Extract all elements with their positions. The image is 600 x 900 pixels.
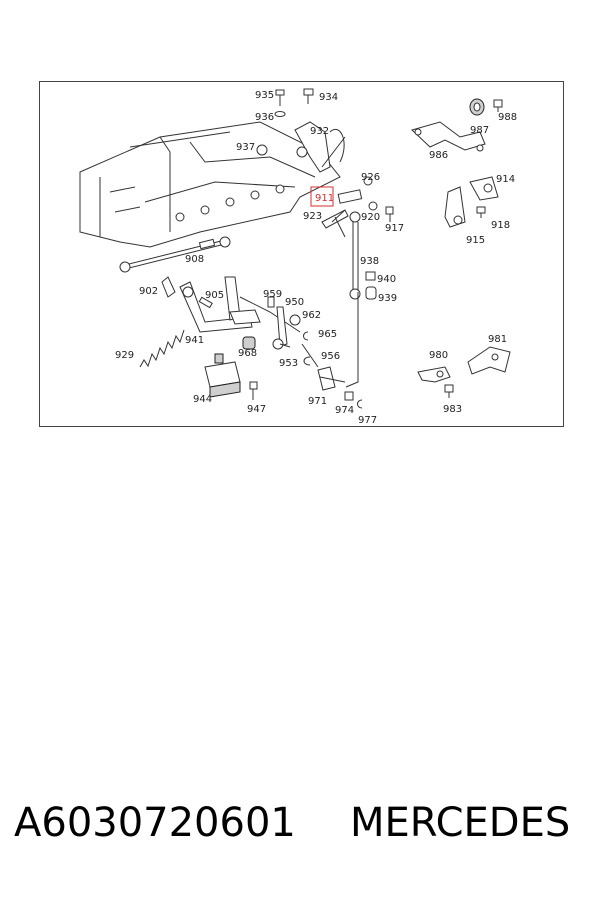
part-label-934: 934 (319, 92, 338, 103)
bracket-980-drawing (417, 366, 451, 383)
connector-926-drawing (337, 176, 373, 204)
part-label-986: 986 (429, 150, 448, 161)
lever-assembly-941-drawing (179, 276, 301, 333)
lever-950-drawing (276, 306, 288, 347)
part-label-977: 977 (358, 415, 377, 426)
brand-name: MERCEDES (350, 800, 571, 846)
bushing-953-drawing (272, 338, 284, 350)
bolt-918-drawing (476, 206, 486, 218)
lever-971-drawing (317, 366, 346, 391)
highlight-box-911 (310, 186, 334, 207)
part-label-950: 950 (285, 297, 304, 308)
part-label-971: 971 (308, 396, 327, 407)
bracket-914-drawing (469, 176, 499, 201)
bolt-917-drawing (385, 206, 394, 222)
linkage-rod-908-drawing (119, 236, 231, 273)
clip-965-drawing (303, 331, 309, 341)
washer-936-drawing (274, 111, 286, 117)
bolt-983-drawing (444, 384, 454, 398)
parts-diagram: 935 934 936 932 937 926 911 923 920 917 … (39, 81, 564, 427)
part-label-911: 911 (315, 193, 334, 204)
part-label-956: 956 (321, 351, 340, 362)
nut-920-drawing (368, 201, 378, 211)
part-label-938: 938 (360, 256, 379, 267)
part-label-983: 983 (443, 404, 462, 415)
cap-937-drawing (256, 144, 268, 156)
nut-940-drawing (365, 271, 376, 281)
part-label-937: 937 (236, 142, 255, 153)
part-label-920: 920 (361, 212, 380, 223)
nut-974-drawing (344, 391, 354, 401)
bracket-981-drawing (467, 346, 511, 375)
part-label-981: 981 (488, 334, 507, 345)
ball-socket-939-drawing (365, 286, 377, 300)
part-label-923: 923 (303, 211, 322, 222)
part-label-962: 962 (302, 310, 321, 321)
bolt-988-drawing (493, 99, 503, 112)
part-label-944: 944 (193, 394, 212, 405)
part-label-917: 917 (385, 223, 404, 234)
part-label-953: 953 (279, 358, 298, 369)
part-label-905: 905 (205, 290, 224, 301)
part-label-987: 987 (470, 125, 489, 136)
part-label-932: 932 (310, 126, 329, 137)
part-label-926: 926 (361, 172, 380, 183)
bolt-934-drawing (303, 88, 314, 104)
exploded-view-drawing: 935 934 936 932 937 926 911 923 920 917 … (79, 88, 517, 426)
lever-923-drawing (321, 209, 349, 238)
part-label-902: 902 (139, 286, 158, 297)
bushing-968-drawing (242, 336, 256, 350)
bolt-905-drawing (198, 296, 213, 309)
part-number: A6030720601 (14, 800, 296, 846)
part-label-965: 965 (318, 329, 337, 340)
bolt-935-drawing (275, 89, 285, 106)
bracket-902-drawing (161, 276, 176, 298)
part-label-915: 915 (466, 235, 485, 246)
nut-962-drawing (289, 314, 301, 326)
part-label-980: 980 (429, 350, 448, 361)
part-label-908: 908 (185, 254, 204, 265)
spring-929-drawing (139, 329, 185, 368)
part-label-939: 939 (378, 293, 397, 304)
part-label-935: 935 (255, 90, 274, 101)
bolt-959-drawing (267, 296, 275, 308)
part-label-940: 940 (377, 274, 396, 285)
product-caption: A6030720601 MERCEDES (14, 800, 586, 860)
clip-977-drawing (357, 399, 363, 409)
part-label-959: 959 (263, 289, 282, 300)
part-label-918: 918 (491, 220, 510, 231)
clip-956-drawing (303, 356, 311, 366)
rod-938-drawing (349, 211, 361, 300)
part-label-988: 988 (498, 112, 517, 123)
part-label-914: 914 (496, 174, 515, 185)
part-label-929: 929 (115, 350, 134, 361)
mount-987-drawing (469, 98, 485, 116)
part-label-974: 974 (335, 405, 354, 416)
bracket-915-drawing (444, 186, 466, 228)
engine-block-drawing (79, 121, 345, 248)
part-label-947: 947 (247, 404, 266, 415)
part-label-968: 968 (238, 348, 257, 359)
screw-947-drawing (249, 381, 258, 400)
switch-944-drawing (204, 353, 241, 398)
part-label-941: 941 (185, 335, 204, 346)
part-label-936: 936 (255, 112, 274, 123)
bracket-986-drawing (411, 121, 486, 152)
